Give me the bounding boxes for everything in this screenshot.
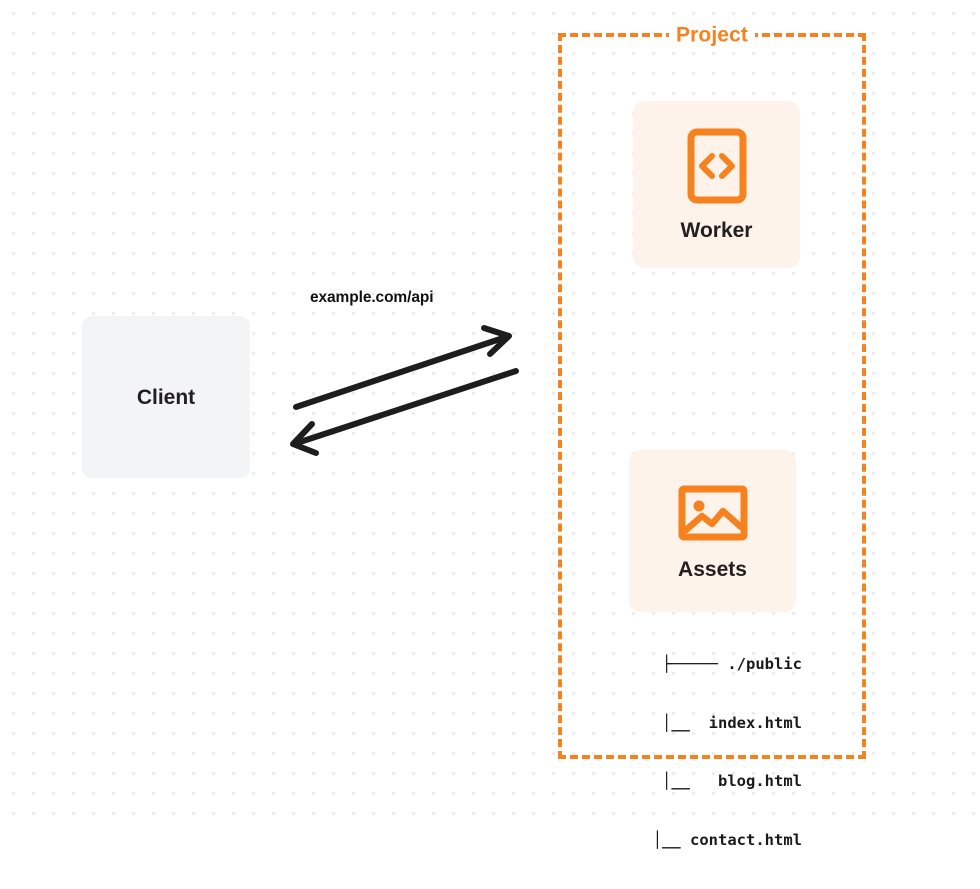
- node-worker-label: Worker: [680, 219, 753, 242]
- file-tree-line: │__ blog.html: [615, 772, 802, 790]
- file-tree-line: │__ contact.html: [606, 830, 802, 849]
- node-client-label: Client: [136, 385, 196, 409]
- arrow-response: [290, 368, 519, 456]
- project-group-label: Project: [669, 24, 755, 46]
- assets-file-tree: ├───── ./public │__ index.html │__ blog.…: [600, 616, 802, 889]
- diagram-canvas: Project Client Worker Assets ├───── ./pu…: [0, 0, 980, 849]
- file-tree-line: ├───── ./public: [662, 655, 802, 673]
- image-icon: [678, 483, 748, 543]
- node-assets[interactable]: Assets: [629, 450, 796, 612]
- node-assets-label: Assets: [678, 557, 747, 581]
- node-worker[interactable]: Worker: [633, 101, 800, 268]
- arrow-request: [293, 325, 512, 410]
- edge-label-request: example.com/api: [310, 289, 434, 306]
- project-group-container: Project: [558, 24, 866, 759]
- code-brackets-icon: [687, 128, 747, 204]
- file-tree-line: │__ index.html: [615, 713, 802, 732]
- node-client[interactable]: Client: [82, 316, 250, 478]
